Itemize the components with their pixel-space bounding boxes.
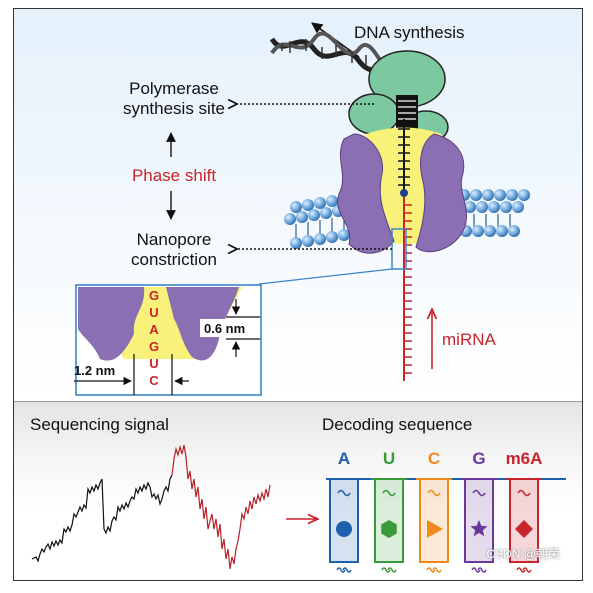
figure-frame: DNA synthesis Polymerase synthesis site … bbox=[13, 8, 583, 581]
strand-squiggle-icon bbox=[472, 489, 486, 497]
decoder-well-g bbox=[461, 478, 497, 573]
decoder-well-u bbox=[371, 478, 407, 573]
nanopore-line2: constriction bbox=[131, 250, 217, 269]
decoding-base-label: A bbox=[337, 449, 351, 468]
strand-squiggle-icon bbox=[382, 489, 396, 497]
triangle-icon bbox=[427, 520, 443, 538]
panel-divider bbox=[14, 401, 582, 402]
polymerase-line2: synthesis site bbox=[122, 99, 226, 118]
decoding-base-label: C bbox=[427, 449, 441, 468]
watermark: CSDN @朝荣 bbox=[486, 547, 560, 561]
phase-shift-label: Phase shift bbox=[131, 166, 217, 185]
ligation-junction bbox=[400, 189, 408, 197]
inset-base-letter: G bbox=[148, 339, 160, 354]
decoding-sequence-label: Decoding sequence bbox=[322, 415, 473, 434]
strand-squiggle-icon bbox=[427, 489, 441, 497]
decoder-well-m6a bbox=[506, 478, 542, 573]
dna-synthesis-label: DNA synthesis bbox=[354, 23, 465, 42]
inset-base-letter: U bbox=[149, 356, 159, 371]
exit-squiggle-icon bbox=[381, 567, 397, 573]
constriction-inset bbox=[74, 284, 262, 396]
exit-squiggle-icon bbox=[336, 567, 352, 573]
decoder-well-a bbox=[326, 478, 362, 573]
mirna-label: miRNA bbox=[442, 330, 496, 349]
inset-base-letter: U bbox=[149, 305, 159, 320]
inset-base-letter: C bbox=[149, 373, 159, 388]
decoder-well-c bbox=[416, 478, 452, 573]
exit-squiggle-icon bbox=[516, 567, 532, 573]
exit-squiggle-icon bbox=[426, 567, 442, 573]
decoding-base-label: G bbox=[472, 449, 486, 468]
sequencing-signal-label: Sequencing signal bbox=[30, 415, 169, 434]
inset-base-letter: G bbox=[148, 288, 160, 303]
inset-base-letter: A bbox=[149, 322, 159, 337]
star-icon bbox=[470, 520, 488, 537]
hexagon-icon bbox=[381, 520, 397, 538]
nanopore-constriction-label: Nanopore constriction bbox=[99, 230, 249, 270]
readout-panel bbox=[14, 402, 582, 580]
polymerase-site-label: Polymerase synthesis site bbox=[99, 79, 249, 119]
diamond-icon bbox=[515, 520, 533, 538]
signal-trace bbox=[31, 444, 271, 570]
inset-connector bbox=[258, 268, 393, 285]
nanopore-line1: Nanopore bbox=[136, 230, 212, 249]
polymerase-line1: Polymerase bbox=[129, 79, 219, 98]
decoding-base-label: m6A bbox=[505, 449, 543, 468]
width-inner-label: 0.6 nm bbox=[204, 321, 246, 336]
diagram-canvas bbox=[31, 22, 566, 573]
decoding-base-label: U bbox=[382, 449, 396, 468]
nanopore-protein bbox=[337, 133, 467, 254]
strand-squiggle-icon bbox=[517, 489, 531, 497]
width-outer-label: 1.2 nm bbox=[74, 363, 116, 378]
circle-icon bbox=[336, 521, 352, 537]
exit-squiggle-icon bbox=[471, 567, 487, 573]
strand-squiggle-icon bbox=[337, 489, 351, 497]
